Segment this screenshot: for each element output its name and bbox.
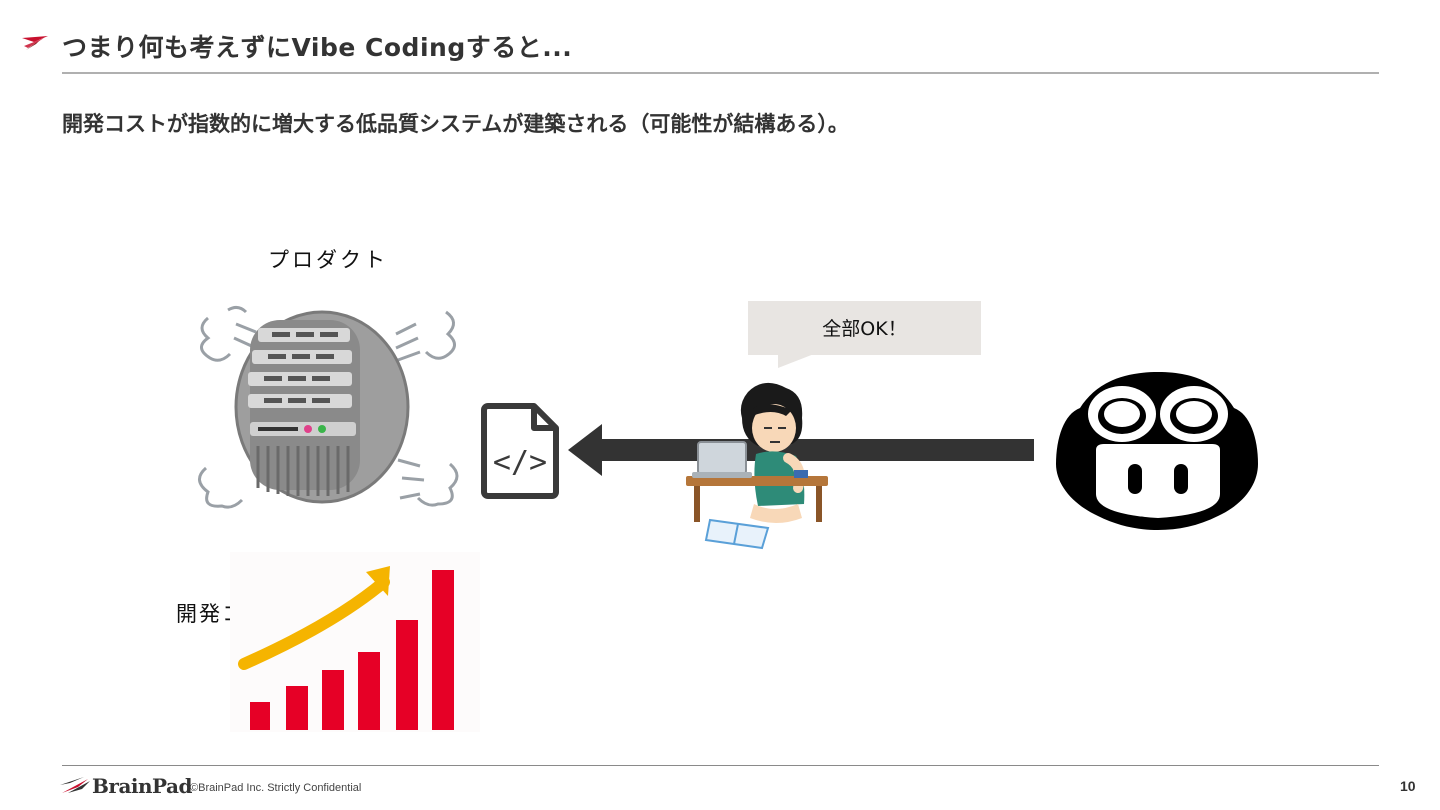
ai-assistant-icon	[1056, 372, 1258, 530]
code-file-icon: </>	[481, 403, 559, 499]
title-divider	[62, 72, 1379, 74]
brainpad-mark-icon	[60, 777, 90, 793]
person-at-laptop-icon	[686, 382, 828, 550]
overheating-server-icon	[198, 305, 459, 509]
speech-bubble-text: 全部OK！	[822, 318, 907, 340]
brand-mark-icon	[22, 36, 48, 50]
brainpad-logo-text: BrainPad	[92, 774, 192, 798]
page-number: 10	[1400, 778, 1416, 794]
product-label: プロダクト	[268, 248, 388, 272]
speech-bubble	[748, 301, 981, 355]
rising-cost-chart-icon	[230, 552, 480, 732]
slide-subtitle: 開発コストが指数的に増大する低品質システムが建築される（可能性が結構ある）。	[62, 112, 849, 136]
slide-title: つまり何も考えずにVibe Codingすると...	[62, 33, 573, 62]
speech-bubble-tail	[778, 354, 814, 368]
copyright-text: ©BrainPad Inc. Strictly Confidential	[190, 782, 362, 794]
code-icon-text: </>	[493, 445, 547, 480]
footer-divider	[62, 765, 1379, 766]
